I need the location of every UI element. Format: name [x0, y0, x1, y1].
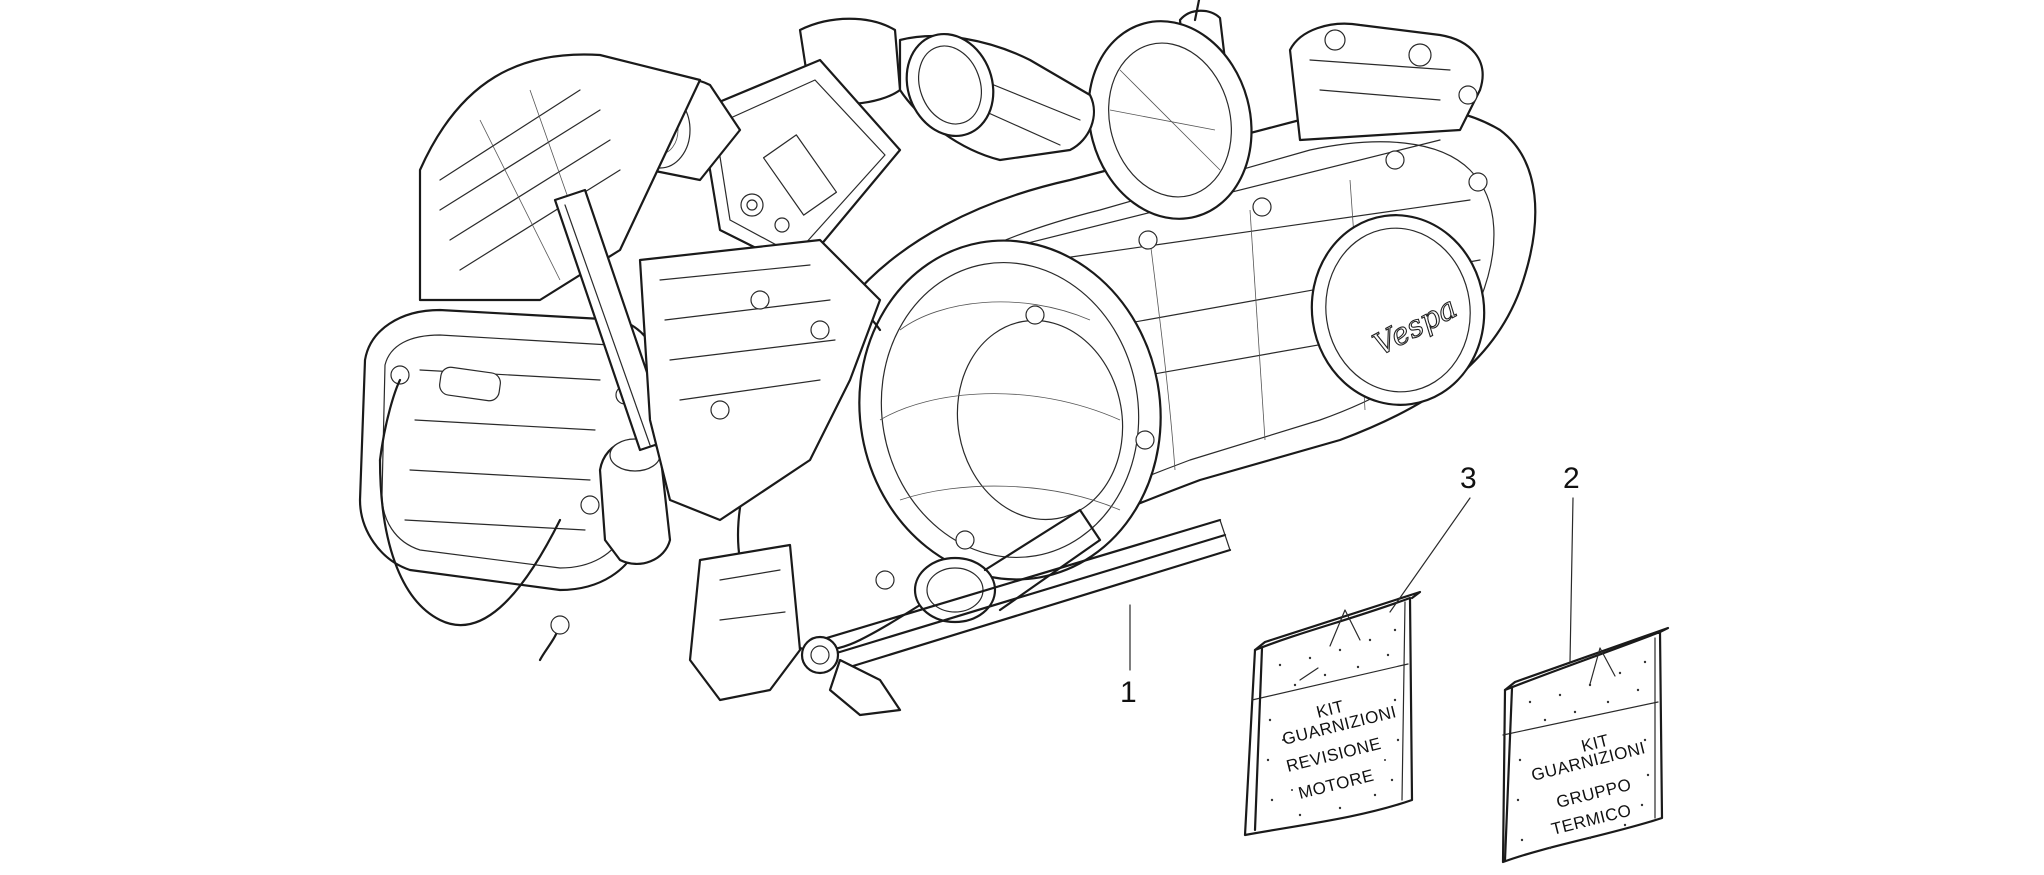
bag-speckle-icon	[1266, 628, 1400, 817]
callout-3: 3	[1389, 462, 1477, 613]
gasket-kit-cylinder-unit: KIT GUARNIZIONI GRUPPO TERMICO	[1501, 626, 1670, 864]
gasket-kit-engine-overhaul: KIT GUARNIZIONI REVISIONE MOTORE	[1243, 590, 1422, 837]
engine-assembly: Vespa	[358, 0, 1537, 717]
leader-line	[1569, 497, 1574, 663]
bag-speckle-icon	[1516, 660, 1650, 850]
part-number-3: 3	[1460, 462, 1477, 495]
leader-line	[1389, 497, 1471, 613]
callout-2: 2	[1563, 462, 1580, 663]
part-number-1: 1	[1120, 676, 1137, 709]
callout-1: 1	[1120, 604, 1137, 709]
cover-bolts	[875, 150, 1488, 590]
part-number-2: 2	[1563, 462, 1580, 495]
